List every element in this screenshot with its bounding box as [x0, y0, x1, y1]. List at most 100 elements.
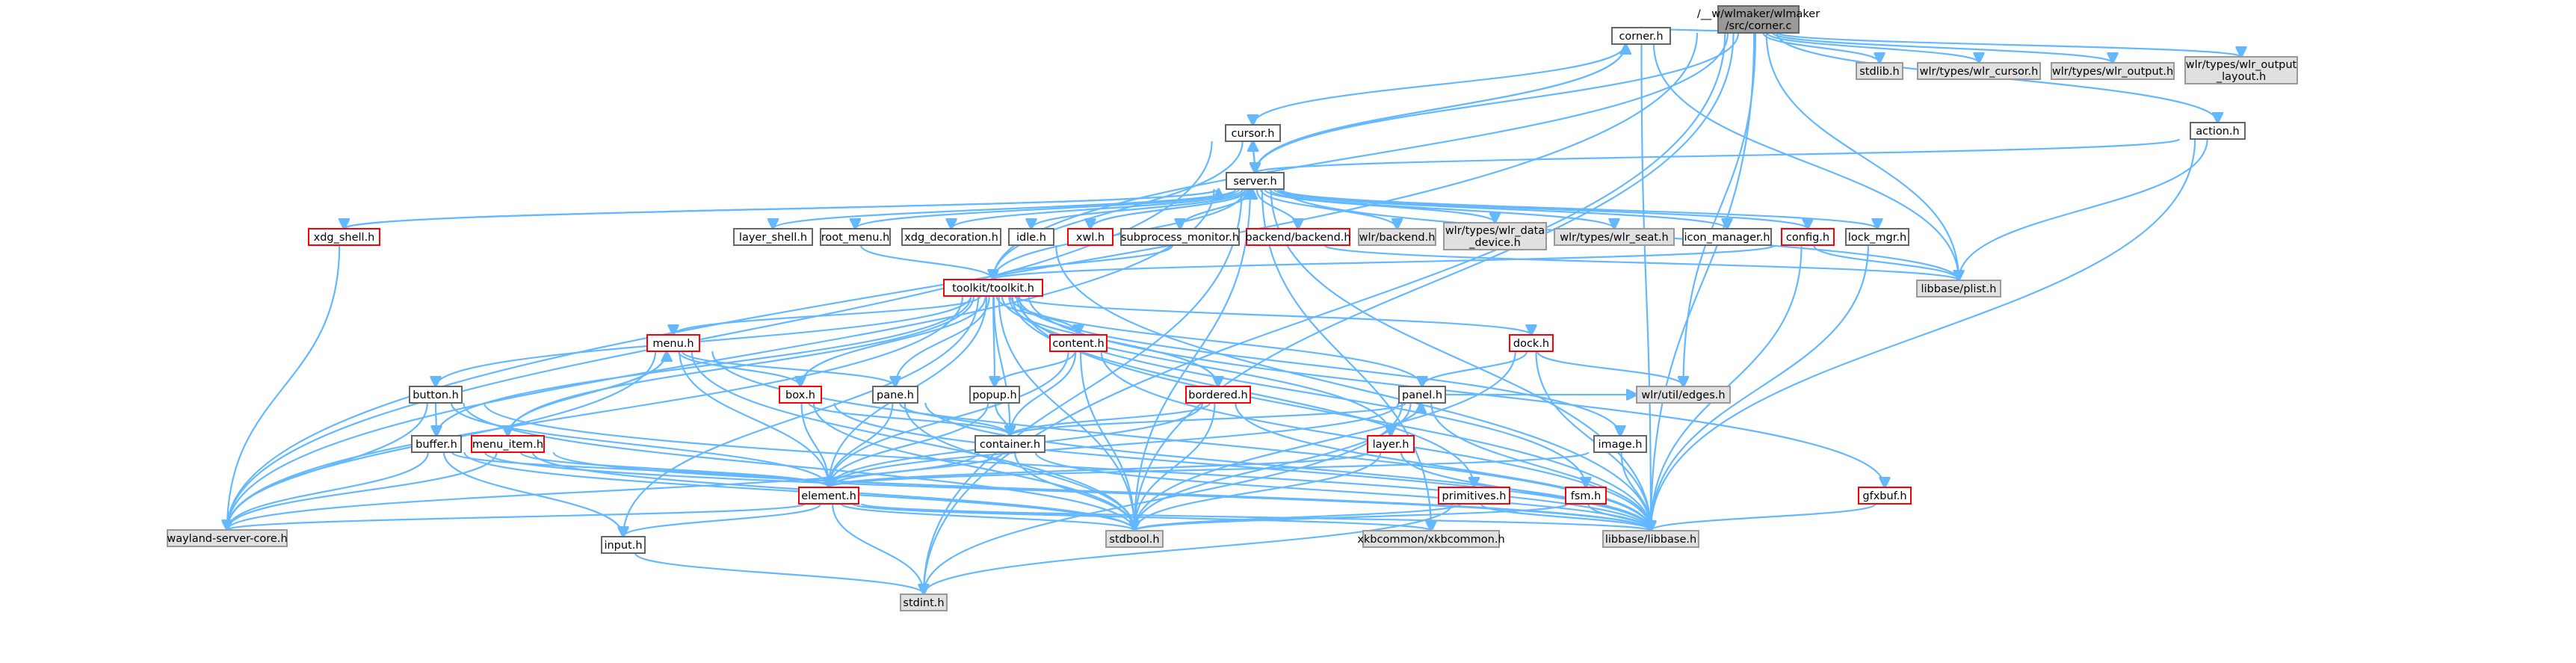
node-stdint-h[interactable]: stdint.h — [900, 593, 948, 611]
node-libbase-plist-h[interactable]: libbase/plist.h — [1916, 280, 2001, 297]
node-label: wlr/types/wlr_output — [2186, 59, 2297, 71]
node-box — [733, 228, 813, 246]
node-label: gfxbuf.h — [1862, 490, 1906, 502]
edge-container-h-to-wayland-server-core-h — [227, 451, 980, 530]
node-box — [1120, 228, 1240, 246]
node-libbase-h[interactable]: libbase/libbase.h — [1602, 530, 1699, 548]
edge-box-h-to-element-h — [800, 402, 830, 487]
node-content-h[interactable]: content.h — [1049, 334, 1108, 352]
node-label: element.h — [801, 490, 856, 502]
node-xkbcommon-h[interactable]: xkbcommon/xkbcommon.h — [1357, 530, 1505, 548]
node-input-h[interactable]: input.h — [601, 536, 646, 554]
edge-config-h-to-toolkit-h — [993, 244, 1776, 280]
node-stdlib-h[interactable]: stdlib.h — [1856, 62, 1903, 80]
node-layer-h[interactable]: layer.h — [1367, 435, 1415, 453]
node-label: menu.h — [652, 338, 694, 350]
node-idle-h[interactable]: idle.h — [1008, 228, 1054, 246]
node-label: xdg_decoration.h — [904, 232, 998, 244]
node-layer-shell-h[interactable]: layer_shell.h — [733, 228, 813, 246]
edge-menu-item-h-to-menu-h — [507, 351, 667, 437]
edge-server-h-to-corner-h — [1254, 44, 1626, 173]
node-xwl-h[interactable]: xwl.h — [1067, 228, 1114, 246]
node-backend-h[interactable]: backend/backend.h — [1245, 228, 1351, 246]
node-label: cursor.h — [1232, 128, 1275, 140]
edge-layer-h-to-libbase-h — [1400, 451, 1651, 531]
node-action-h[interactable]: action.h — [2190, 122, 2246, 140]
node-container-h[interactable]: container.h — [975, 435, 1045, 453]
edge-button-h-to-element-h — [450, 402, 829, 487]
edge-popup-h-to-element-h — [829, 402, 989, 487]
node-label: wlr/types/wlr_output.h — [2052, 66, 2173, 78]
edge-toolkit-h-to-dock-h — [1013, 295, 1531, 335]
node-fsm-h[interactable]: fsm.h — [1565, 487, 1607, 505]
node-element-h[interactable]: element.h — [798, 487, 859, 505]
edge-xdg-shell-h-to-wayland-server-core-h — [227, 244, 341, 530]
node-label: config.h — [1786, 232, 1829, 244]
node-stdbool-h[interactable]: stdbool.h — [1105, 530, 1164, 548]
node-box-h[interactable]: box.h — [779, 386, 822, 404]
node-box — [798, 487, 859, 505]
node-primitives-h[interactable]: primitives.h — [1438, 487, 1510, 505]
edge-primitives-h-to-libbase-h — [1480, 503, 1651, 531]
node-button-h[interactable]: button.h — [409, 386, 463, 404]
node-label: menu_item.h — [472, 439, 543, 451]
node-menu-item-h[interactable]: menu_item.h — [471, 435, 545, 453]
node-server-h[interactable]: server.h — [1226, 172, 1285, 190]
node-corner-h[interactable]: corner.h — [1611, 27, 1671, 45]
node-box — [1185, 386, 1251, 404]
edge-cursor-h-to-wayland-server-core-h — [227, 141, 1213, 530]
edge-server-h-to-icon-manager-h — [1273, 188, 1727, 229]
node-label: xkbcommon/xkbcommon.h — [1357, 534, 1504, 546]
node-xdg-decoration-h[interactable]: xdg_decoration.h — [901, 228, 1001, 246]
edge-server-h-to-wlr-seat-h — [1268, 188, 1614, 229]
node-bordered-h[interactable]: bordered.h — [1185, 386, 1251, 404]
node-label: button.h — [413, 389, 459, 401]
node-panel-h[interactable]: panel.h — [1398, 386, 1446, 404]
edge-content-h-to-popup-h — [995, 351, 1076, 386]
node-label: subprocess_monitor.h — [1121, 232, 1239, 244]
edge-toolkit-h-to-layer-h — [1008, 295, 1391, 436]
node-toolkit-h[interactable]: toolkit/toolkit.h — [943, 279, 1043, 297]
node-wayland-server-core-h[interactable]: wayland-server-core.h — [167, 529, 288, 547]
node-subprocess-monitor-h[interactable]: subprocess_monitor.h — [1120, 228, 1240, 246]
node-xdg-shell-h[interactable]: xdg_shell.h — [308, 228, 380, 246]
node-image-h[interactable]: image.h — [1593, 435, 1647, 453]
node-box — [1682, 228, 1772, 246]
node-label: stdbool.h — [1109, 534, 1159, 546]
node-config-h[interactable]: config.h — [1781, 228, 1835, 246]
node-box — [409, 386, 463, 404]
edge-content-h-to-stdbool-h — [1079, 351, 1134, 531]
node-wlr-output-h[interactable]: wlr/types/wlr_output.h — [2051, 62, 2175, 80]
node-wlr-backend-h[interactable]: wlr/backend.h — [1358, 228, 1436, 246]
node-pane-h[interactable]: pane.h — [872, 386, 918, 404]
node-label: box.h — [785, 389, 815, 401]
edge-button-h-to-stdbool-h — [463, 402, 1134, 531]
node-root[interactable]: /__w/wlmaker/wlmaker/src/corner.c — [1697, 5, 1820, 34]
node-wlr-util-edges-h[interactable]: wlr/util/edges.h — [1636, 386, 1731, 404]
node-root-menu-h[interactable]: root_menu.h — [820, 228, 891, 246]
node-dock-h[interactable]: dock.h — [1509, 334, 1554, 352]
edge-layer-h-to-panel-h — [1389, 403, 1421, 437]
edge-content-h-to-element-h — [829, 351, 1069, 487]
edge-menu-h-to-stdbool-h — [691, 351, 1134, 531]
node-label: corner.h — [1619, 31, 1663, 43]
node-wlr-seat-h[interactable]: wlr/types/wlr_seat.h — [1554, 228, 1675, 246]
node-label: root_menu.h — [821, 232, 890, 244]
node-label: image.h — [1599, 439, 1643, 451]
node-popup-h[interactable]: popup.h — [969, 386, 1020, 404]
edge-fsm-h-to-stdbool-h — [1134, 502, 1569, 531]
node-menu-h[interactable]: menu.h — [646, 334, 700, 352]
node-box — [1226, 172, 1285, 190]
node-wlr-data-device-h[interactable]: wlr/types/wlr_data_device.h — [1443, 222, 1547, 250]
edge-action-h-to-libbase-h — [1651, 138, 2196, 531]
node-buffer-h[interactable]: buffer.h — [411, 435, 462, 453]
node-lock-mgr-h[interactable]: lock_mgr.h — [1845, 228, 1909, 246]
node-cursor-h[interactable]: cursor.h — [1225, 124, 1281, 142]
node-icon-manager-h[interactable]: icon_manager.h — [1682, 228, 1772, 246]
edge-toolkit-h-to-buffer-h — [436, 295, 972, 436]
node-wlr-output-layout-h[interactable]: wlr/types/wlr_output_layout.h — [2184, 56, 2298, 84]
edge-subprocess-monitor-h-to-server-h — [1179, 189, 1253, 229]
node-wlr-cursor-h[interactable]: wlr/types/wlr_cursor.h — [1917, 62, 2041, 80]
node-gfxbuf-h[interactable]: gfxbuf.h — [1858, 487, 1912, 505]
node-box — [1917, 62, 2041, 80]
